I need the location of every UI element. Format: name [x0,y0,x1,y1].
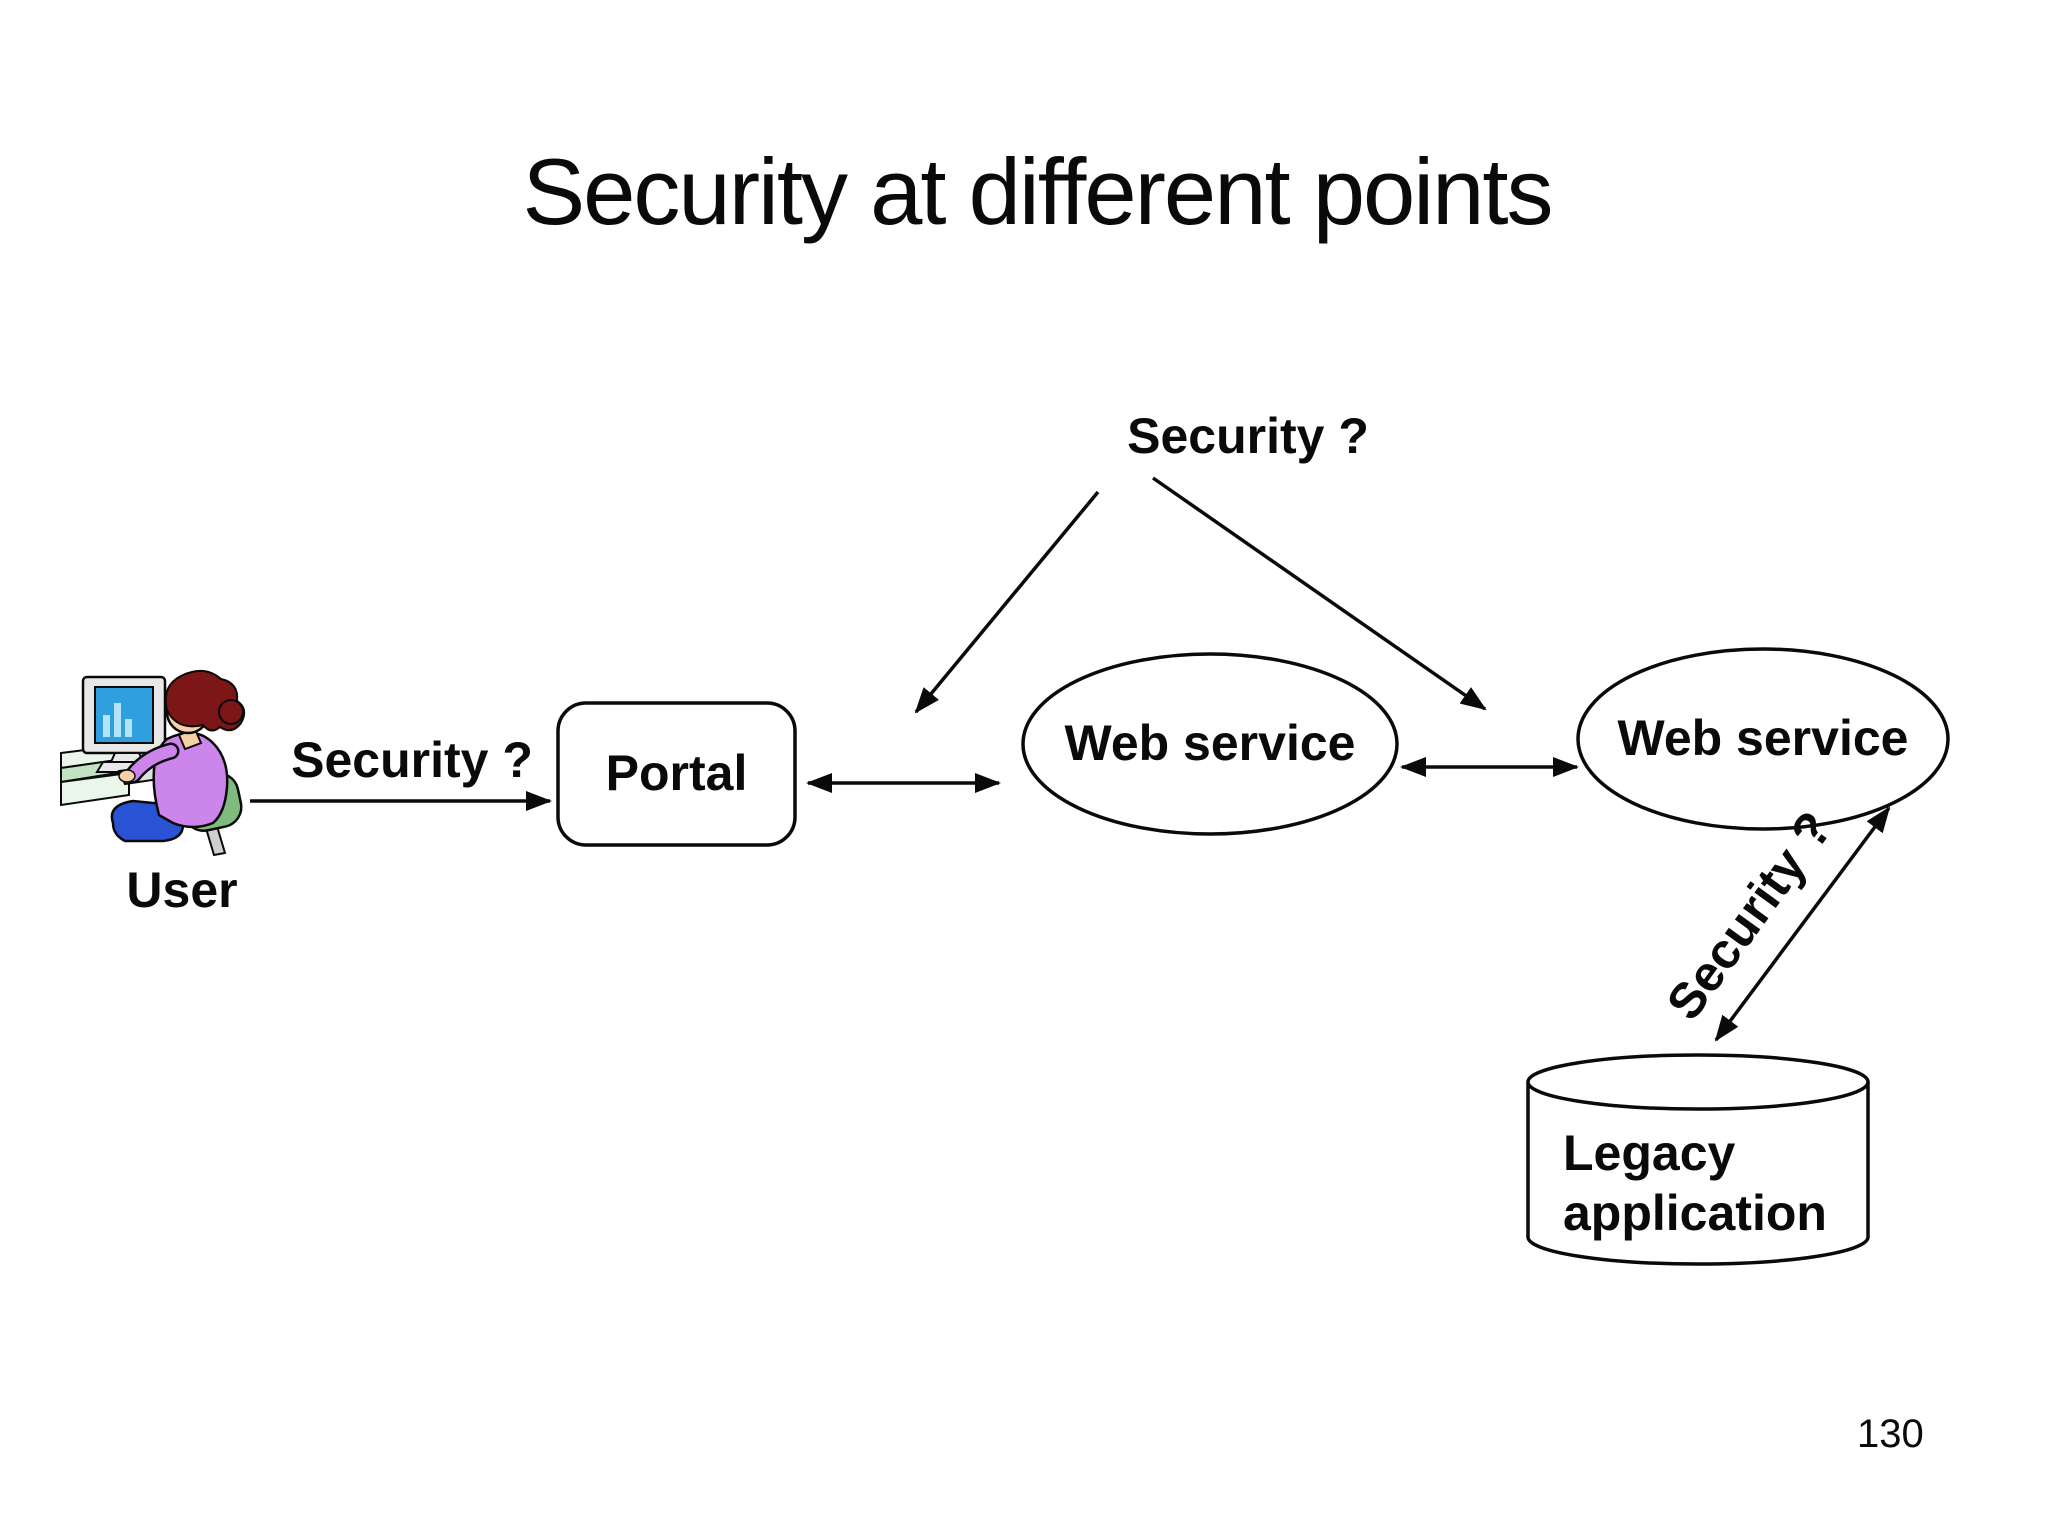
user-label: User [126,862,238,918]
security-question-top: Security ? [1127,408,1369,464]
legacy-cylinder [1526,1053,1870,1266]
webservice2-label: Web service [1617,710,1909,767]
arrow-webservice2-legacy [1714,806,1891,1042]
arrow-security-to-webservice2 [1152,476,1487,711]
legacy-label: Legacy application [1563,1125,1827,1241]
webservice1-ellipse [1021,652,1399,836]
portal-box [556,701,797,847]
webservice2-ellipse [1576,647,1950,831]
page-title: Security at different points [522,139,1553,244]
page-number: 130 [1857,1412,1924,1456]
webservice1-label: Web service [1064,715,1356,772]
arrow-security-to-webservice1 [914,490,1100,714]
screen-bar-chart [103,703,132,737]
user-clipart-icon [60,669,246,857]
monitor-icon [81,675,167,773]
person [110,669,246,843]
portal-label: Portal [605,745,748,802]
security-question-user-portal: Security ? [291,732,533,788]
